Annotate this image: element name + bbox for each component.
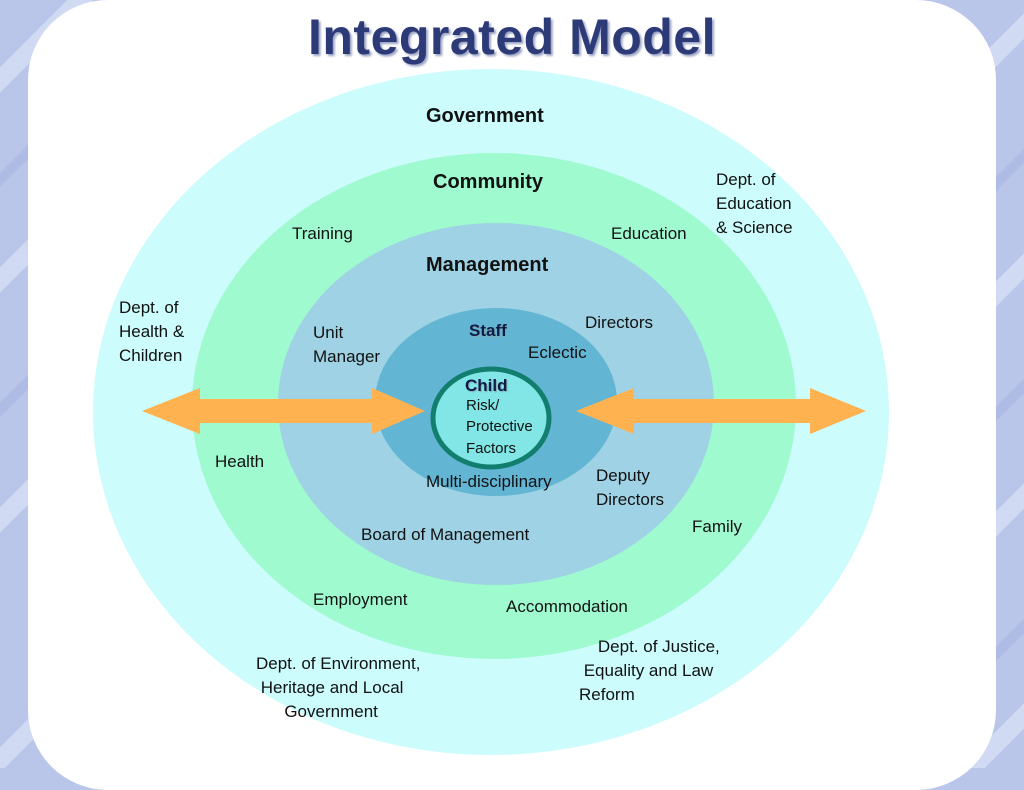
left-double-arrow xyxy=(142,388,425,434)
label-deputy-directors: Deputy Directors xyxy=(596,466,665,509)
label-dept-education: Dept. of Education & Science xyxy=(716,170,793,237)
right-double-arrow xyxy=(576,388,866,434)
ring-child xyxy=(430,366,552,470)
label-training: Training xyxy=(292,224,353,243)
label-dept-justice: Dept. of Justice, Equality and Law Refor… xyxy=(579,637,720,704)
ring-label-government: Government xyxy=(426,105,544,127)
ring-label-child: Child xyxy=(465,376,508,395)
label-accommodation: Accommodation xyxy=(506,597,628,616)
label-directors: Directors xyxy=(585,313,654,332)
label-education: Education xyxy=(611,224,687,243)
label-dept-environment: Dept. of Environment, Heritage and Local… xyxy=(256,654,421,721)
child-item-protective: Protective xyxy=(466,418,533,435)
child-item-risk: Risk/ xyxy=(466,397,500,414)
label-health: Health xyxy=(215,452,265,471)
label-unit-manager: Unit Manager xyxy=(313,323,381,366)
label-dept-health: Dept. of Health & Children xyxy=(119,298,185,365)
ring-label-staff: Staff xyxy=(469,321,507,340)
child-item-factors: Factors xyxy=(466,440,517,457)
page-title: Integrated Model xyxy=(307,9,717,65)
label-board-of-management: Board of Management xyxy=(361,525,530,544)
ring-label-management: Management xyxy=(426,254,549,276)
label-multi-disciplinary: Multi-disciplinary xyxy=(426,472,552,491)
concentric-diagram xyxy=(93,69,889,755)
label-employment: Employment xyxy=(313,590,408,609)
ring-label-community: Community xyxy=(433,171,543,193)
label-family: Family xyxy=(692,517,743,536)
label-eclectic: Eclectic xyxy=(528,343,587,362)
